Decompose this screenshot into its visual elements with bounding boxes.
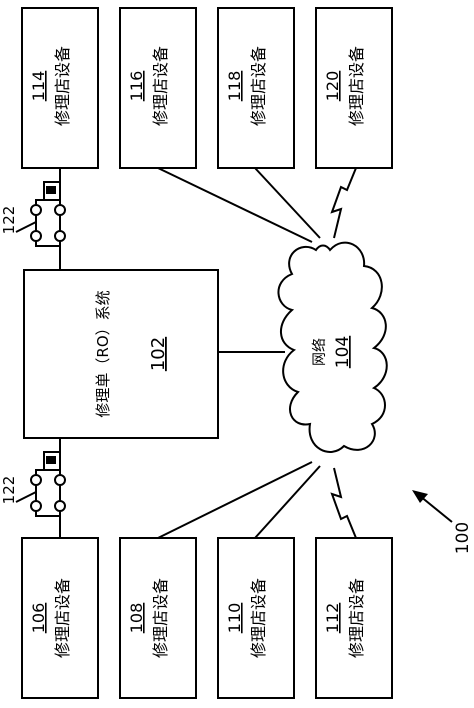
device-label: 修理店设备 — [53, 46, 72, 126]
vehicle-top: 122 — [0, 181, 66, 247]
device-box-114: 修理店设备 114 — [21, 7, 99, 169]
ro-system-ref: 102 — [148, 337, 169, 371]
arrow-head-icon — [412, 490, 428, 503]
device-box-108: 修理店设备 108 — [119, 537, 197, 699]
device-ref: 106 — [29, 603, 48, 634]
device-ref: 118 — [225, 71, 244, 102]
vehicle-ref: 122 — [0, 206, 18, 235]
vehicle-leader-line — [15, 221, 37, 233]
device-label: 修理店设备 — [347, 578, 366, 658]
device-box-106: 修理店设备 106 — [21, 537, 99, 699]
line-110-to-network — [254, 465, 321, 539]
lightning-120-to-network — [330, 167, 357, 239]
device-ref: 116 — [127, 71, 146, 102]
device-box-110: 修理店设备 110 — [217, 537, 295, 699]
figure-arrow — [419, 495, 453, 523]
device-box-120: 修理店设备 120 — [315, 7, 393, 169]
cloud-icon — [277, 241, 388, 453]
device-ref: 120 — [323, 71, 342, 102]
device-label: 修理店设备 — [53, 578, 72, 658]
device-label: 修理店设备 — [249, 578, 268, 658]
ro-system-box: 修理单（RO）系统 102 — [23, 269, 219, 439]
device-label: 修理店设备 — [249, 46, 268, 126]
line-116-to-network — [157, 167, 313, 243]
device-label: 修理店设备 — [151, 46, 170, 126]
device-ref: 108 — [127, 603, 146, 634]
device-box-118: 修理店设备 118 — [217, 7, 295, 169]
truck-icon — [30, 181, 66, 247]
ro-system-label: 修理单（RO）系统 — [94, 290, 112, 417]
device-box-116: 修理店设备 116 — [119, 7, 197, 169]
network-cloud: 网络 104 — [277, 241, 388, 453]
device-label: 修理店设备 — [151, 578, 170, 658]
vehicle-leader-line — [15, 491, 37, 503]
figure-reference: 100 — [412, 490, 473, 554]
truck-icon — [30, 451, 66, 517]
line-108-to-network — [157, 461, 313, 539]
vehicle-ref: 122 — [0, 476, 18, 505]
device-ref: 112 — [323, 603, 342, 634]
vehicle-bottom: 122 — [0, 451, 66, 517]
device-box-112: 修理店设备 112 — [315, 537, 393, 699]
device-ref: 110 — [225, 603, 244, 634]
network-label: 网络 — [312, 338, 328, 366]
line-118-to-network — [254, 167, 321, 239]
network-ref: 104 — [333, 336, 353, 368]
lightning-112-to-network — [330, 467, 357, 539]
device-label: 修理店设备 — [347, 46, 366, 126]
device-ref: 114 — [29, 71, 48, 102]
figure-number: 100 — [453, 522, 473, 554]
